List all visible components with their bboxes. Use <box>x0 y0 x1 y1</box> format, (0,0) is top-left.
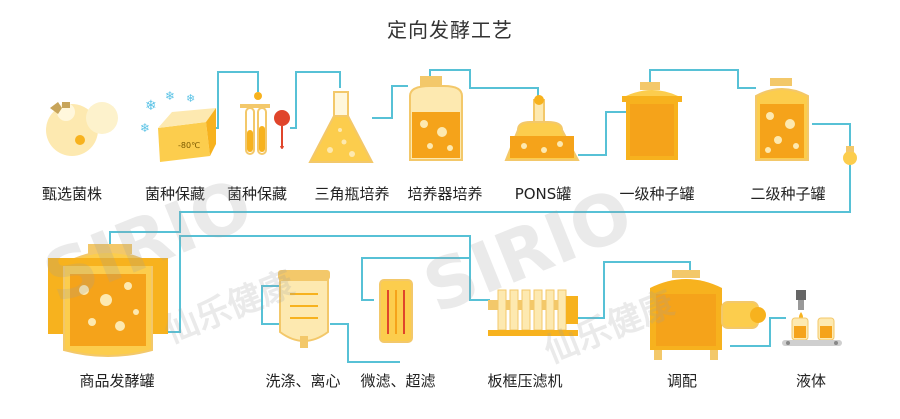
test-tubes-icon <box>240 92 290 155</box>
step-label: 培养器培养 <box>407 185 483 203</box>
pipe-flask-incubator <box>372 85 408 119</box>
snowflake-icon: ❄ <box>165 89 175 103</box>
step-label: 调配 <box>666 372 698 390</box>
step-label: 微滤、超滤 <box>360 372 436 390</box>
step-label: 甄选菌株 <box>41 185 103 203</box>
pipe-seed2-commercial <box>109 123 851 252</box>
step-label: 液体 <box>795 372 827 390</box>
pipe-incubator-pons <box>429 69 539 100</box>
diagram-title: 定向发酵工艺 <box>387 18 513 42</box>
washing-centrifuge-icon <box>278 270 330 348</box>
step-label: 板框压滤机 <box>487 372 563 390</box>
pipe-wash <box>261 285 400 363</box>
seed-tank-2-icon <box>755 78 857 165</box>
step-label: 商品发酵罐 <box>79 372 155 390</box>
step-label: 洗涤、离心 <box>265 372 341 390</box>
pipe-seed1-seed2 <box>649 69 756 89</box>
liquid-filling-icon <box>782 290 842 346</box>
freezer-temperature: -80℃ <box>178 141 200 150</box>
filter-press-icon <box>488 289 578 336</box>
commercial-fermenter-icon <box>48 244 168 357</box>
snowflake-icon: ❄ <box>140 121 150 135</box>
connection-pipes <box>109 69 851 363</box>
pipe-blend-liquid <box>730 317 786 347</box>
step-label: PONS罐 <box>514 185 572 203</box>
incubator-icon <box>409 76 463 161</box>
pipe-filter-press <box>361 257 490 301</box>
step-label: 三角瓶培养 <box>314 185 390 203</box>
step-label: 菌种保藏 <box>144 185 206 203</box>
screening-icon <box>46 102 118 156</box>
step-label: 一级种子罐 <box>619 185 695 203</box>
pipe-storage2-flask <box>290 71 341 129</box>
pons-tank-icon <box>504 95 580 161</box>
filter-membrane-icon <box>379 279 413 343</box>
pipe-storage1-storage2 <box>210 71 259 129</box>
snowflake-icon: ❄ <box>145 98 157 114</box>
step-label: 二级种子罐 <box>750 185 826 203</box>
step-label: 菌种保藏 <box>226 185 288 203</box>
freezer-icon: ❄ ❄ ❄ ❄ -80℃ <box>140 89 216 162</box>
seed-tank-1-icon <box>622 82 682 160</box>
flask-icon <box>308 91 374 163</box>
snowflake-icon: ❄ <box>186 92 195 105</box>
pipe-press-blend <box>578 261 691 319</box>
blending-tank-icon <box>650 270 766 360</box>
pipe-pons-seed1 <box>578 111 626 156</box>
